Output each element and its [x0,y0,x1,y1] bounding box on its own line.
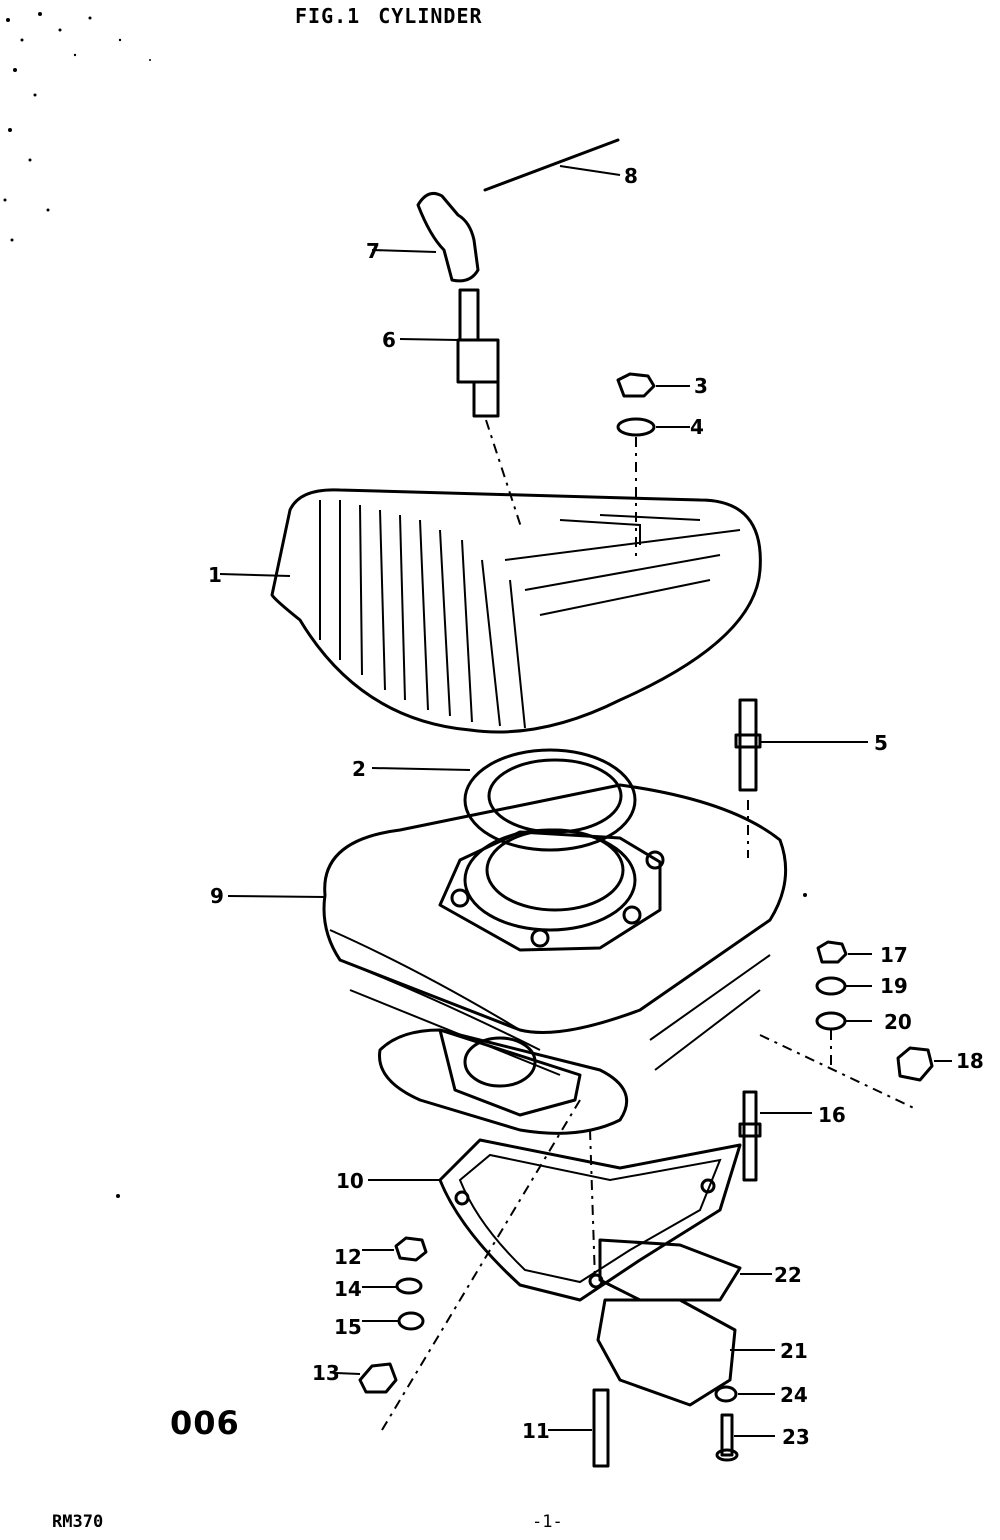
part-24-washer [714,1385,775,1403]
callout-3: 3 [694,374,708,398]
part-7-plug-cap [371,192,480,283]
part-22-plate [598,1238,772,1302]
part-16-stud [738,1090,812,1182]
figure-name: CYLINDER [378,4,483,28]
part-14-washer [362,1277,423,1295]
part-15-washer [362,1311,425,1331]
diagram-code: 006 [170,1404,240,1442]
callout-23: 23 [782,1425,810,1449]
figure-title: FIG.1 CYLINDER [295,4,501,28]
part-4-washer [616,417,690,560]
callout-14: 14 [334,1277,362,1301]
figure-number: FIG.1 [295,4,361,28]
callout-9: 9 [210,884,224,908]
part-5-stud [734,698,868,858]
scan-noise [3,12,807,1198]
callout-7: 7 [366,239,380,263]
callout-5: 5 [874,731,888,755]
callout-17: 17 [880,943,908,967]
part-20-washer [815,1011,872,1068]
callout-8: 8 [624,164,638,188]
part-18-nut [896,1046,952,1082]
page-number: -1- [532,1512,563,1532]
callout-19: 19 [880,974,908,998]
part-3-nut [616,372,690,398]
part-10-base-gasket [368,1129,742,1302]
callout-2: 2 [352,757,366,781]
callout-20: 20 [884,1010,912,1034]
callout-18: 18 [956,1049,984,1073]
callout-11: 11 [522,1419,550,1443]
part-8-pin [483,138,621,192]
part-11-stud [548,1388,610,1468]
part-6-spark-plug [399,288,523,531]
part-21-reed-valve [596,1298,775,1407]
part-13-nut [335,1099,581,1431]
callout-13: 13 [312,1361,340,1385]
model-number: RM370 [52,1512,104,1532]
part-23-screw [715,1413,775,1462]
callout-10: 10 [336,1169,364,1193]
part-12-nut [362,1236,428,1262]
callout-4: 4 [690,415,704,439]
callout-15: 15 [334,1315,362,1339]
part-17-nut [816,940,872,964]
callout-1: 1 [208,563,222,587]
callout-22: 22 [774,1263,802,1287]
callout-6: 6 [382,328,396,352]
callout-21: 21 [780,1339,808,1363]
part-1-cylinder-head [219,488,762,734]
part-19-washer [815,976,872,996]
callout-24: 24 [780,1383,808,1407]
part-9-cylinder [227,783,919,1135]
callout-16: 16 [818,1103,846,1127]
callout-12: 12 [334,1245,362,1269]
part-2-head-gasket [371,748,637,852]
callout-labels: 1 2 3 4 5 6 7 8 9 10 11 12 13 14 15 16 1… [208,164,984,1449]
